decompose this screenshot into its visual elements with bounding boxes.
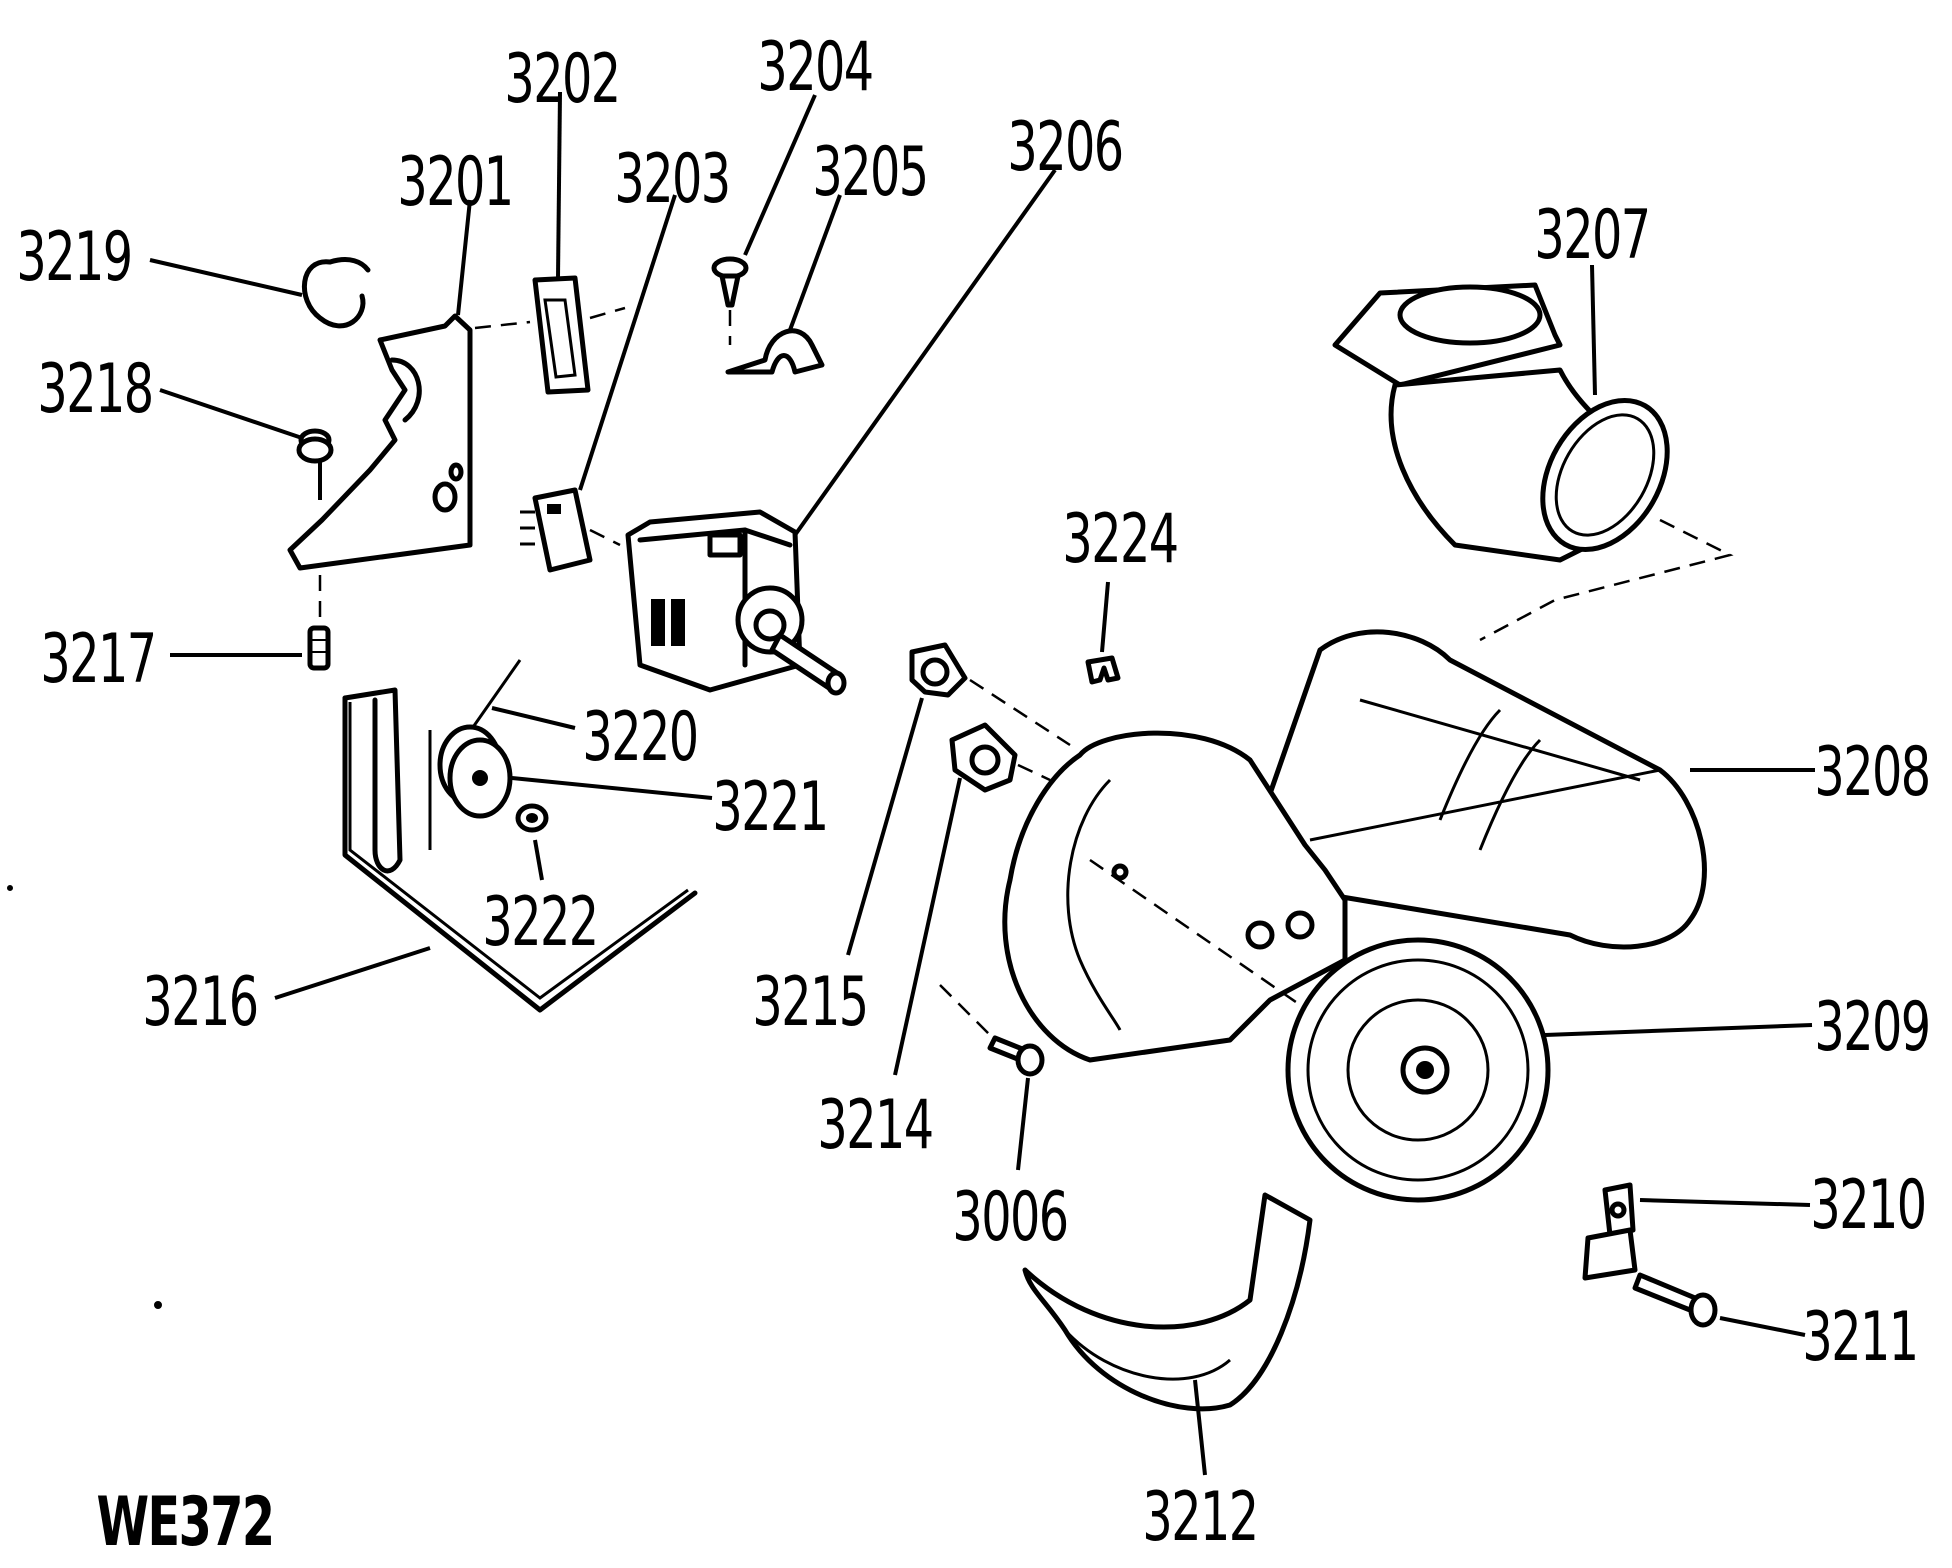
part-3006-screw — [939, 984, 1045, 1077]
part-3206-motor — [625, 509, 847, 696]
part-3209-blower-shroud — [1002, 730, 1381, 1063]
label-3209: 3209 — [1814, 988, 1929, 1067]
leader-3006 — [1016, 1077, 1030, 1171]
part-3210-clamp — [1582, 1182, 1638, 1281]
leader-3214 — [893, 777, 962, 1076]
leader-3218 — [159, 388, 303, 440]
part-3203-switch — [520, 487, 621, 573]
part-3202-plate — [474, 275, 626, 395]
part-3205-clip — [725, 328, 825, 375]
part-3212-guard — [1022, 1192, 1313, 1412]
part-3201-bracket — [287, 313, 473, 571]
label-3207: 3207 — [1534, 196, 1649, 275]
label-3201: 3201 — [397, 143, 512, 222]
leader-3206 — [793, 168, 1057, 537]
label-3222: 3222 — [482, 883, 597, 962]
label-3206: 3206 — [1007, 108, 1122, 187]
leader-3202 — [556, 91, 562, 279]
label-3204: 3204 — [757, 28, 872, 107]
label-3221: 3221 — [712, 768, 827, 847]
label-3212: 3212 — [1142, 1478, 1257, 1557]
part-3207-elbow-duct — [1332, 282, 1734, 642]
leader-3210 — [1639, 1198, 1811, 1207]
leader-3216 — [274, 946, 431, 1000]
scan-speck — [154, 1301, 162, 1309]
part-3214-bearing — [949, 722, 1051, 793]
label-3218: 3218 — [37, 350, 152, 429]
label-3208: 3208 — [1814, 733, 1929, 812]
leader-3204 — [743, 94, 817, 256]
part-3204-screw — [711, 256, 749, 345]
label-3216: 3216 — [142, 963, 257, 1042]
scan-speck — [7, 885, 13, 891]
label-3211: 3211 — [1802, 1298, 1917, 1377]
label-3217: 3217 — [40, 620, 155, 699]
drawing-code: WE372 — [96, 1483, 273, 1562]
label-3224: 3224 — [1062, 500, 1177, 579]
leader-3212 — [1193, 1379, 1207, 1476]
label-3006: 3006 — [952, 1178, 1067, 1257]
part-labels: 3219 3218 3217 3201 3202 3203 3204 3205 … — [16, 28, 1931, 1562]
leader-3201 — [456, 199, 472, 316]
leader-3224 — [1100, 581, 1110, 653]
part-3218-nut — [296, 428, 334, 500]
label-3202: 3202 — [504, 40, 619, 119]
label-3203: 3203 — [614, 140, 729, 219]
leader-3221 — [511, 776, 713, 800]
part-3222-washer — [515, 803, 549, 833]
label-3205: 3205 — [812, 133, 927, 212]
label-3220: 3220 — [582, 698, 697, 777]
part-3209-blower-wheel — [1285, 937, 1551, 1203]
leader-3205 — [788, 194, 842, 331]
label-3219: 3219 — [16, 218, 131, 297]
leader-3219 — [149, 258, 303, 297]
leader-lines — [149, 91, 1815, 1476]
leader-3220 — [491, 706, 576, 730]
part-3208-blower-housing — [1237, 629, 1707, 950]
leader-3211 — [1719, 1316, 1806, 1337]
leader-3215 — [846, 697, 924, 956]
leader-3207 — [1590, 264, 1597, 396]
leader-3209 — [1544, 1023, 1813, 1037]
part-3211-bolt — [1632, 1272, 1718, 1328]
part-3216-idler-arm — [342, 687, 698, 1013]
leader-3203 — [578, 194, 677, 491]
label-3215: 3215 — [752, 963, 867, 1042]
part-3217-screw — [307, 575, 331, 671]
label-3210: 3210 — [1810, 1166, 1925, 1245]
label-3214: 3214 — [817, 1086, 932, 1165]
part-3224-clip — [1085, 655, 1121, 685]
part-3219-clip — [301, 257, 371, 329]
leader-3222 — [533, 839, 544, 881]
part-3221-pulley — [437, 724, 513, 819]
part-3215-bearing — [909, 642, 1071, 747]
